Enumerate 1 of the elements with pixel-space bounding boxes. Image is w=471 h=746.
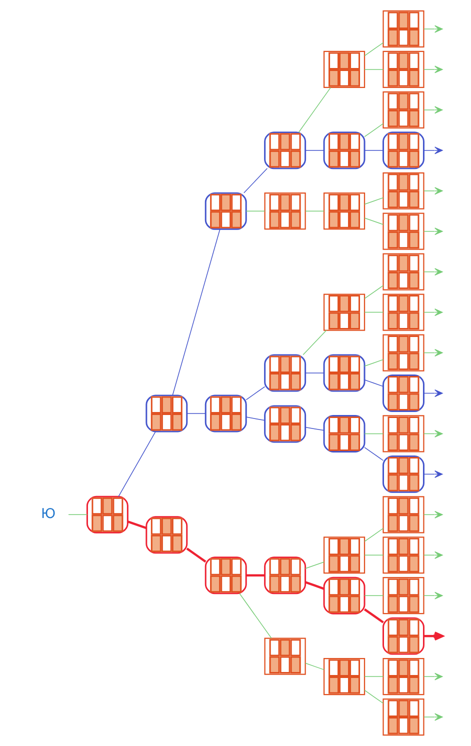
node-text: Ю [40,506,56,522]
